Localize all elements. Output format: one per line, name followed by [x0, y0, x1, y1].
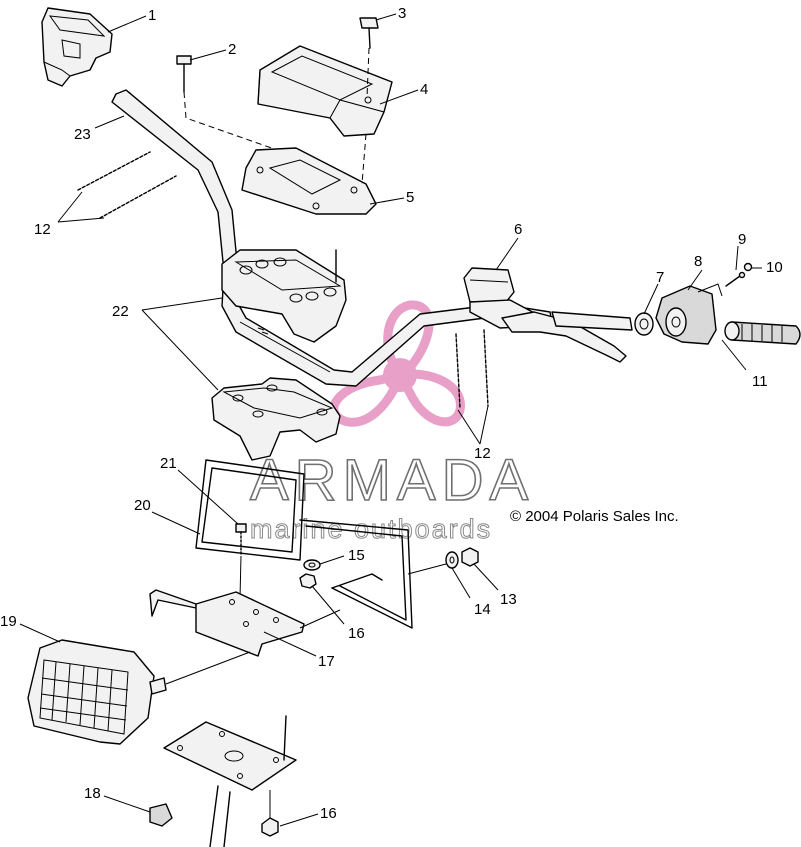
callout-12-upper: 12	[34, 221, 51, 238]
part-19-headlight	[27, 639, 251, 745]
callout-8: 8	[694, 253, 702, 270]
callout-23: 23	[74, 126, 91, 143]
part-12-cable-ties-lower	[455, 329, 489, 409]
part-20-rack-frame	[195, 459, 447, 629]
callout-7: 7	[656, 269, 664, 286]
callout-20: 20	[134, 497, 151, 514]
callout-16-lower: 16	[320, 805, 337, 822]
leader-lines	[19, 13, 762, 827]
callout-19: 19	[0, 613, 17, 630]
callout-14: 14	[474, 601, 491, 618]
part-23-handlebar	[111, 89, 553, 387]
part-22-clamp-upper	[221, 249, 347, 343]
callout-1: 1	[148, 7, 156, 24]
part-4-upper-clamp-block	[257, 45, 393, 137]
callout-22: 22	[112, 303, 129, 320]
watermark-title: ARMADA	[250, 448, 534, 513]
callout-17: 17	[318, 653, 335, 670]
callout-5: 5	[406, 189, 414, 206]
callout-21: 21	[160, 455, 177, 472]
propeller-logo	[329, 300, 465, 427]
callout-labels: 1 2 3 4 5 23 12 6 7 8 9 10 11 22 12 21 2…	[0, 5, 783, 822]
part-2-bolt	[176, 55, 192, 93]
part-15-washer	[303, 559, 321, 571]
part-5-clamp-plate	[241, 133, 377, 215]
part-22-clamp-lower	[211, 377, 341, 461]
callout-15: 15	[348, 547, 365, 564]
part-10-nut	[743, 262, 753, 272]
callout-3: 3	[398, 5, 406, 22]
part-9-screw	[725, 271, 746, 287]
callout-6: 6	[514, 221, 522, 238]
callout-13: 13	[500, 591, 517, 608]
part-17-mount-bracket	[149, 589, 341, 657]
part-13-nut	[461, 547, 479, 567]
part-16-nut-upper	[299, 573, 317, 589]
part-12-cable-ties-upper	[77, 151, 177, 219]
callout-10: 10	[766, 259, 783, 276]
part-14-washer	[445, 551, 459, 569]
watermark-subtitle: marine outboards	[250, 514, 492, 544]
lower-mount-plate	[163, 715, 297, 847]
part-8-throttle-housing	[655, 283, 723, 345]
part-21-bolt	[235, 523, 247, 599]
callout-2: 2	[228, 41, 236, 58]
part-16-nut-lower	[261, 790, 279, 837]
part-18-clip	[149, 803, 173, 827]
part-1-handlebar-cover	[41, 7, 113, 87]
callout-11: 11	[752, 373, 768, 390]
part-3-bolt	[359, 17, 379, 49]
brake-lever	[501, 311, 633, 363]
part-11-grip	[724, 321, 801, 345]
callout-12-lower: 12	[474, 445, 491, 462]
part-7-spacer	[634, 312, 654, 336]
callout-9: 9	[738, 231, 746, 248]
callout-18: 18	[84, 785, 101, 802]
callout-16-upper: 16	[348, 625, 365, 642]
callout-4: 4	[420, 81, 428, 98]
copyright-notice: © 2004 Polaris Sales Inc.	[510, 508, 679, 525]
